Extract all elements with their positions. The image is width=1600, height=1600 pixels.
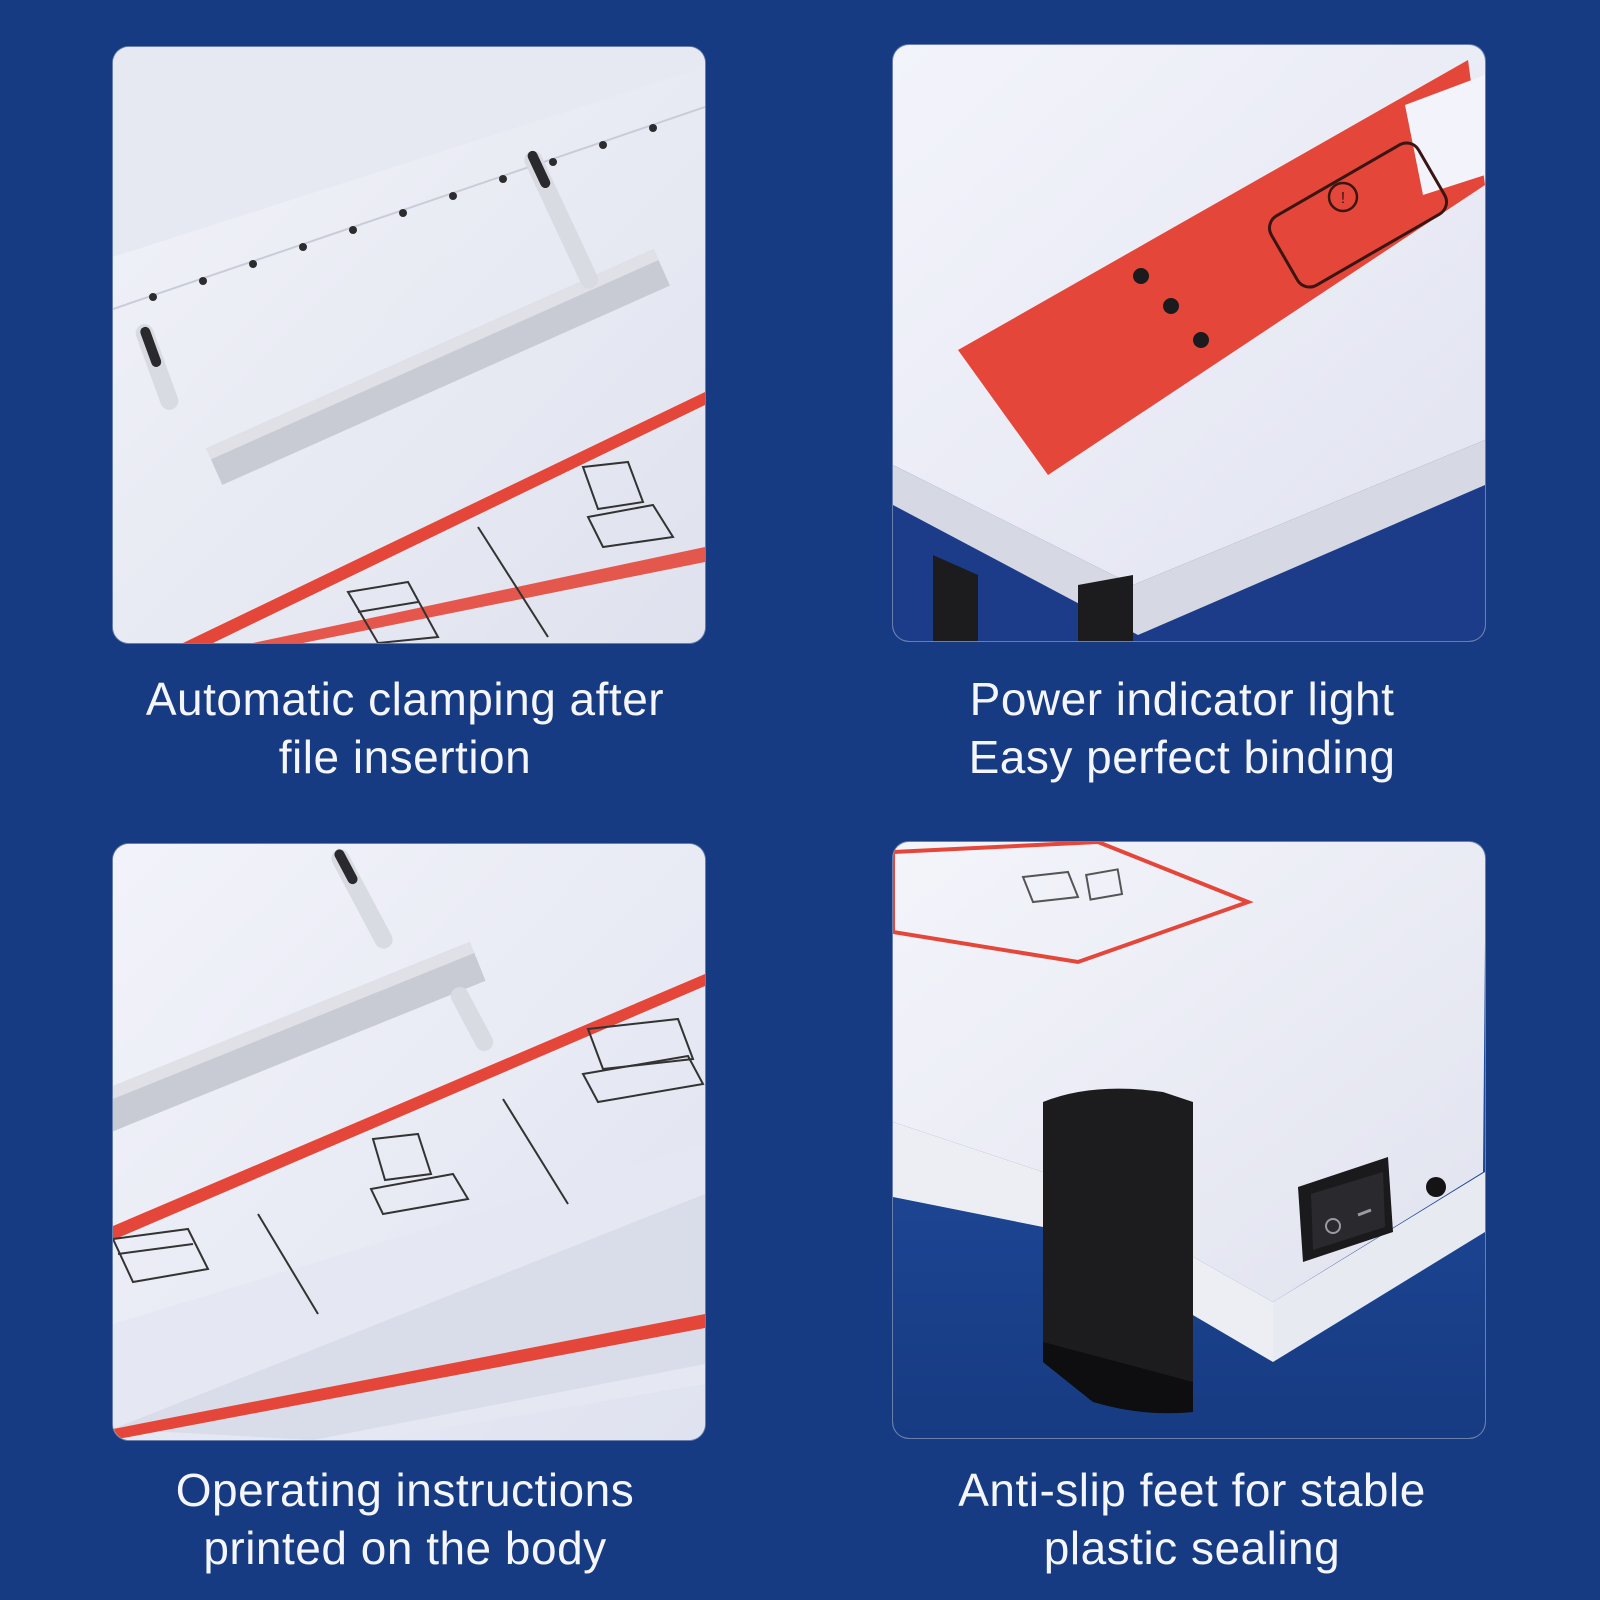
caption-anti-slip-feet: Anti-slip feet for stable plastic sealin… [872,1461,1512,1577]
anti-slip-feet-photo [893,842,1485,1438]
rocker-switch-icon [893,842,1485,1438]
caption-line: Automatic clamping after [145,673,665,725]
svg-text:!: ! [1341,190,1345,207]
caption-line: printed on the body [203,1522,607,1574]
caption-line: file insertion [278,731,532,783]
clamping-photo [113,47,705,643]
instructions-photo [113,844,705,1440]
power-indicator-photo: ! [893,45,1485,641]
caption-line: plastic sealing [1043,1522,1341,1574]
caption-clamping: Automatic clamping after file insertion [85,670,725,786]
clamp-bar-icon [113,47,705,643]
caption-line: Easy perfect binding [968,731,1396,783]
caption-instructions: Operating instructions printed on the bo… [85,1461,725,1577]
power-indicator-icon: ! [893,45,1485,641]
caption-line: Power indicator light [969,673,1395,725]
caption-line: Anti-slip feet for stable [958,1464,1426,1516]
caption-power-indicator: Power indicator light Easy perfect bindi… [862,670,1502,786]
caption-line: Operating instructions [175,1464,635,1516]
instruction-diagram-icon [113,844,705,1440]
